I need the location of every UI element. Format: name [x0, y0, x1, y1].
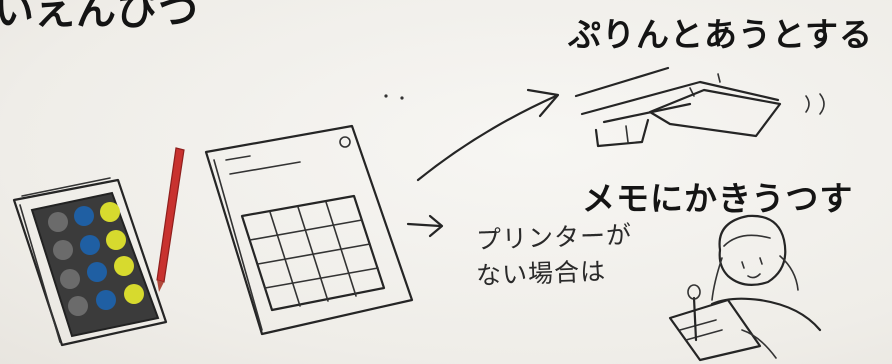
palette-icon [12, 177, 168, 347]
motion-marks-icon [805, 93, 825, 115]
heading-print-out: ぷりんとあうとする [568, 15, 874, 54]
heading-copy-memo: メモにかきうつす [582, 179, 854, 218]
child-drawing-icon [668, 214, 822, 362]
paper-icon [648, 88, 782, 138]
arrow-icon [406, 88, 560, 238]
pencil-icon [156, 147, 185, 292]
page-title-partial: いえんぴつ [0, 0, 199, 34]
color-dots [48, 202, 144, 316]
calendar-sheet-icon [204, 124, 414, 336]
